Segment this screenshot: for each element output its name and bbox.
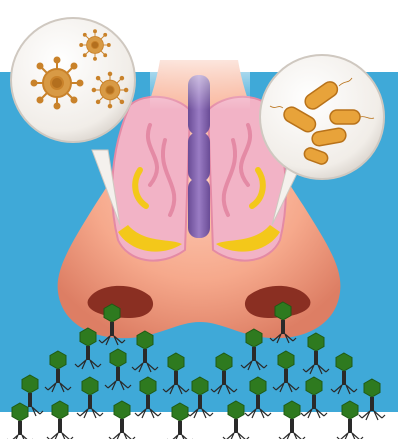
virus-icon — [80, 30, 111, 61]
virus-icon — [92, 72, 128, 108]
bacteria-bubble — [260, 55, 384, 179]
virus-bubble — [11, 18, 135, 142]
virus-icon — [32, 58, 83, 109]
